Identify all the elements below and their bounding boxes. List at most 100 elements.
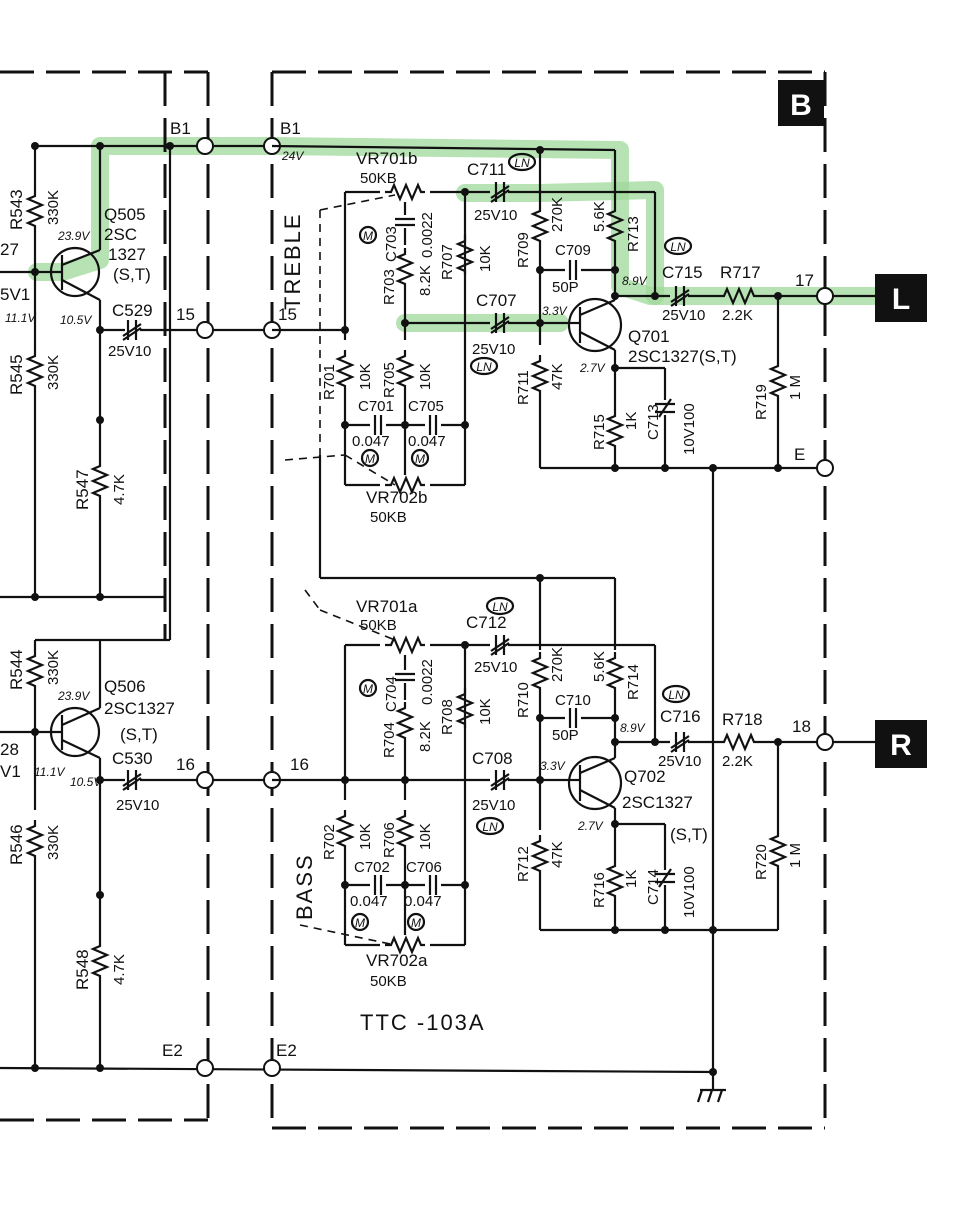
r710-label: R710 [515,682,532,718]
node-e-label: E [794,445,805,464]
r703-label: R703 [381,269,398,305]
r712-value: 47K [549,841,566,868]
q505-collector-voltage: 23.9V [57,229,90,243]
c702-label: C702 [354,859,390,876]
q701-label: Q701 [628,327,670,346]
output-right-label: R [890,729,912,762]
vr702a-label: VR702a [366,951,428,970]
m-marker-c702-text: M [355,916,365,930]
r707-value: 10K [477,245,494,272]
m-marker-c704 [358,678,378,698]
r545-label: R545 [7,354,26,395]
c707-value: 25V10 [472,341,515,358]
r702-value: 10K [357,823,374,850]
section-letter: B [790,89,812,122]
r709-value: 270K [549,197,566,232]
r705-value: 10K [417,363,434,390]
node-16-right-label: 16 [290,755,309,774]
c704-label: C704 [383,676,400,712]
r705-label: R705 [381,362,398,398]
section-letter-box [778,80,824,126]
q701-base-voltage: 3.3V [542,304,568,318]
c711-value: 25V10 [474,207,517,224]
node-16-left [196,771,214,789]
c714-label: C714 [645,869,662,905]
r708-value: 10K [477,698,494,725]
m-marker-c701 [360,448,380,468]
m-marker-c702 [350,912,370,932]
c704-value: 0.0022 [419,659,436,705]
c701-value: 0.047 [352,433,390,450]
b1-left-label: B1 [170,119,191,138]
r544-value: 330K [45,650,62,685]
node-e [816,459,834,477]
q701-collector-voltage: 8.9V [622,274,648,288]
m-marker-c705-text: M [415,452,425,466]
c715-label: C715 [662,263,703,282]
r715-label: R715 [591,414,608,450]
r548-label: R548 [73,949,92,990]
b1-right-label: B1 [280,119,301,138]
bass-label: BASS [292,853,317,920]
r706-value: 10K [417,823,434,850]
r717-value: 2.2K [722,307,753,324]
r548-value: 4.7K [111,954,128,985]
q702-rank: (S,T) [670,825,708,844]
vr702b-value: 50KB [370,509,407,526]
ln-marker-c711 [507,152,537,172]
treble-gang-link [319,194,396,211]
q702-label: Q702 [624,767,666,786]
bass-circuit [272,455,875,1103]
vr701a-value: 50KB [360,617,397,634]
c707-label: C707 [476,291,517,310]
m-marker-c705 [410,448,430,468]
node-15-left [196,321,214,339]
ln-marker-c707-text: LN [476,360,492,374]
left-channel-circuit [0,142,716,1074]
r716-value: 1K [623,870,640,888]
c713-label: C713 [645,404,662,440]
c711-label: C711 [467,160,506,179]
q702-collector-voltage: 8.9V [620,721,646,735]
r718-label: R718 [722,710,763,729]
m-marker-c703-text: M [363,229,373,243]
c705-label: C705 [408,398,444,415]
q505-emitter-voltage: 10.5V [60,313,92,327]
r719-value: 1 M [787,375,804,400]
r717-label: R717 [720,263,761,282]
c716-label: C716 [660,707,701,726]
ln-marker-c707 [469,356,499,376]
output-left-terminal [875,274,927,322]
q506-emitter-voltage: 10.5V [70,775,102,789]
c529-label: C529 [112,301,153,320]
r546-value: 330K [45,825,62,860]
m-marker-c704-text: M [363,682,373,696]
c715-value: 25V10 [662,307,705,324]
c709-label: C709 [555,242,591,259]
c714-value: 10V100 [681,866,698,918]
r711-value: 47K [549,363,566,390]
c705-value: 0.047 [408,433,446,450]
left-fragment-v1: V1 [0,762,21,781]
r720-label: R720 [753,844,770,880]
r713-value: 5.6K [591,201,608,232]
r704-value: 8.2K [417,721,434,752]
r701-value: 10K [357,363,374,390]
q506-collector-voltage: 23.9V [57,689,90,703]
c708-value: 25V10 [472,797,515,814]
node-16-left-label: 16 [176,755,195,774]
vr702a-value: 50KB [370,973,407,990]
r720-value: 1 M [787,843,804,868]
r715-value: 1K [623,412,640,430]
m-marker-c701-text: M [365,452,375,466]
c712-value: 25V10 [474,659,517,676]
c701-label: C701 [358,398,394,415]
ln-marker-c715 [663,236,693,256]
c708-label: C708 [472,749,513,768]
r714-label: R714 [625,664,642,700]
r704-label: R704 [381,722,398,758]
c713-value: 10V100 [681,403,698,455]
c716-value: 25V10 [658,753,701,770]
r710-value: 270K [549,647,566,682]
